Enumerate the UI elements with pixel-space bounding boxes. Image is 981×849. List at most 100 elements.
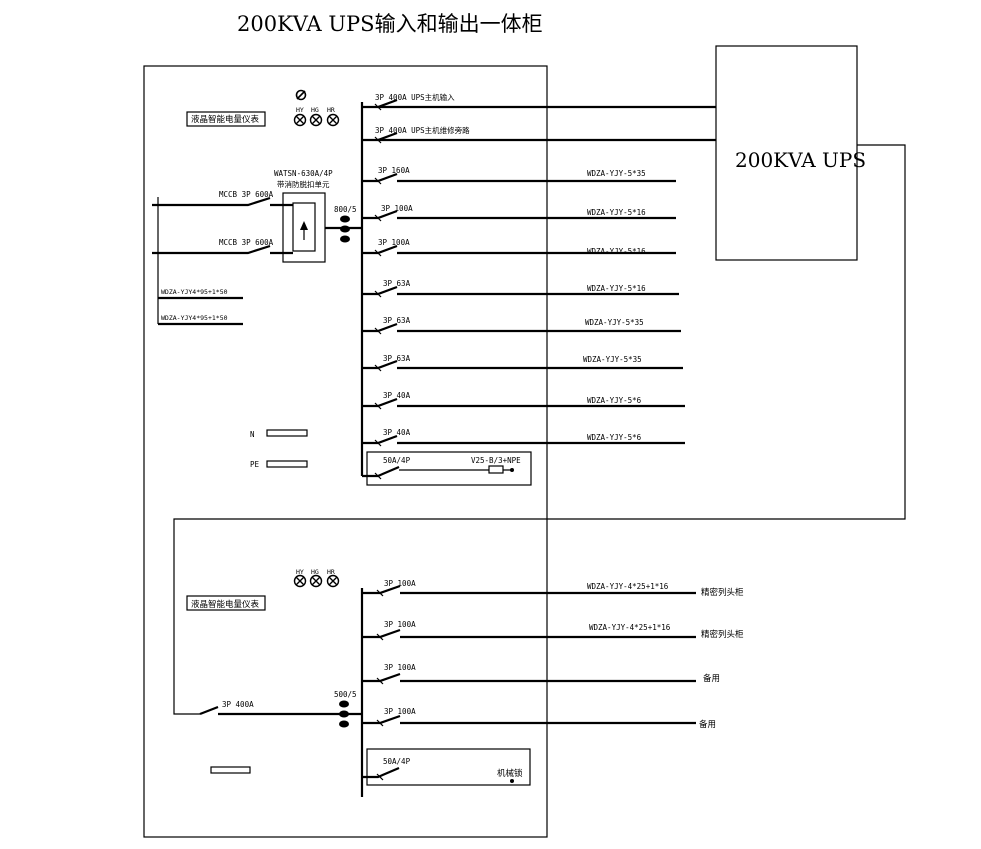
ats-note: 带消防脱扣单元 [277,179,330,189]
incomer-2-label: MCCB 3P 600A [219,238,274,247]
incoming-cable-1-label: WDZA-YJY4*95+1*50 [161,288,228,296]
spd-lower-switch [362,766,400,779]
lower-feeder-2-cable-label: WDZA-YJY-4*25+1*16 [589,623,671,632]
feeder-9-cable-label: WDZA-YJY-5*6 [587,396,642,405]
ct-upper-dot-2 [340,225,350,233]
indicator-lamps-lower: HY HG HR [296,568,335,576]
terminal-mark-3 [374,177,382,185]
incoming-cable-2-label: WDZA-YJY4*95+1*50 [161,314,228,322]
terminal-mark-11 [374,472,382,480]
meter-label-upper: 液晶智能电量仪表 [191,114,260,125]
lower-feeder-1-dest: 精密列头柜 [701,587,744,598]
feeder-2-rating: 3P 400A UPS主机维修旁路 [375,125,470,135]
lower-feeder-2-rating: 3P 100A [384,620,416,629]
ats-inner [292,202,316,252]
indicator-lamps-upper: HY HG HR [296,106,335,114]
indicator-lamp-2 [309,113,323,127]
indicator-lamp-3 [326,113,340,127]
feeder-7-cable-label: WDZA-YJY-5*35 [585,318,644,327]
lower-feeder-3-rating: 3P 100A [384,663,416,672]
terminal-mark-6 [374,290,382,298]
indicator-lamp-2-cross [312,116,320,124]
pe-busbar [266,460,308,468]
terminal-mark-10 [374,439,382,447]
indicator-lamp-lower-1 [293,574,307,588]
lower-main-switch [199,705,219,716]
pe-bar-label: PE [250,460,260,469]
lower-feeder-2-dest: 精密列头柜 [701,629,744,640]
ups-output-cable [173,144,906,715]
diagram-title: 200KVA UPS输入和输出一体柜 [237,12,543,36]
ups-label: 200KVA UPS [735,148,866,172]
terminal-mark-lower-2 [376,633,384,641]
cabinet-frame [143,65,548,838]
feeder-9-switch [362,397,398,408]
lower-feeders: 3P 100A WDZA-YJY-4*25+1*16 精密列头柜 3P 100A… [362,579,744,730]
feeder-3-rating: 3P 160A [378,166,410,175]
fuse-icon [295,89,307,101]
feeder-6-switch [362,285,398,296]
spd-box-lower [366,748,531,786]
feeder-6-cable-label: WDZA-YJY-5*16 [587,284,646,293]
spd-upper-device [488,465,504,474]
indicator-lamp-1 [293,113,307,127]
feeder-5-switch [362,244,398,255]
indicator-lamp-lower-2 [309,574,323,588]
lower-feeder-4-rating: 3P 100A [384,707,416,716]
lower-feeder-2-switch [362,628,401,639]
ups-box [715,45,858,261]
terminal-mark-5 [374,249,382,257]
spd-lower-dot [510,779,514,783]
n-busbar [266,429,308,437]
lower-n-busbar [210,766,251,774]
lower-feeder-3-switch [362,672,401,683]
feeder-3-cable-label: WDZA-YJY-5*35 [587,169,646,178]
feeder-8-rating: 3P 63A [383,354,411,363]
feeder-10-rating: 3P 40A [383,428,411,437]
ct-lower-dot-3 [339,720,349,728]
lower-feeder-4-switch [362,714,401,725]
terminal-mark-7 [374,327,382,335]
indicator-hr-label-lower: HR [327,568,335,576]
indicator-hg-label: HG [311,106,319,114]
indicator-lamp-lower-1-cross [296,577,304,585]
component-symbols [293,89,514,783]
lower-feeder-4-dest: 备用 [699,719,716,730]
feeder-7-switch [362,322,398,333]
feeder-3-switch [362,172,398,183]
ct-upper-dot-3 [340,235,350,243]
feeder-5-cable-label: WDZA-YJY-5*16 [587,247,646,256]
feeder-6-rating: 3P 63A [383,279,411,288]
lower-main-rating: 3P 400A [222,700,254,709]
feeder-10-switch [362,434,398,445]
terminal-mark-lower-3 [376,677,384,685]
ct-upper-dot-1 [340,215,350,223]
terminal-mark-lower-5 [376,773,384,781]
ats-model: WATSN-630A/4P [274,169,333,178]
ct-lower-dot-2 [339,710,349,718]
lower-feeder-3-dest: 备用 [703,673,720,684]
feeder-7-rating: 3P 63A [383,316,411,325]
meter-box-upper [186,111,266,127]
terminal-mark-lower-4 [376,719,384,727]
n-bar-label: N [250,430,255,439]
fuse-icon-slash [296,90,306,100]
feeder-4-rating: 3P 100A [381,204,413,213]
feeder-8-cable-label: WDZA-YJY-5*35 [583,355,642,364]
incomer-2-switch [152,244,271,255]
terminal-mark-9 [374,402,382,410]
spd-upper-rating: 50A/4P [383,456,411,465]
feeder-1-rating: 3P 400A UPS主机输入 [375,92,455,102]
spd-upper-model: V25-B/3+NPE [471,456,521,465]
indicator-hy-label-lower: HY [296,568,304,576]
indicator-lamp-3-cross [329,116,337,124]
indicator-hr-label: HR [327,106,335,114]
ct-upper-label: 800/5 [334,205,357,214]
feeder-9-rating: 3P 40A [383,391,411,400]
indicator-lamp-lower-3 [326,574,340,588]
terminal-mark-1 [374,103,382,111]
ct-lower-label: 500/5 [334,690,357,699]
indicator-lamp-1-cross [296,116,304,124]
ats-arrow-icon [300,221,308,230]
